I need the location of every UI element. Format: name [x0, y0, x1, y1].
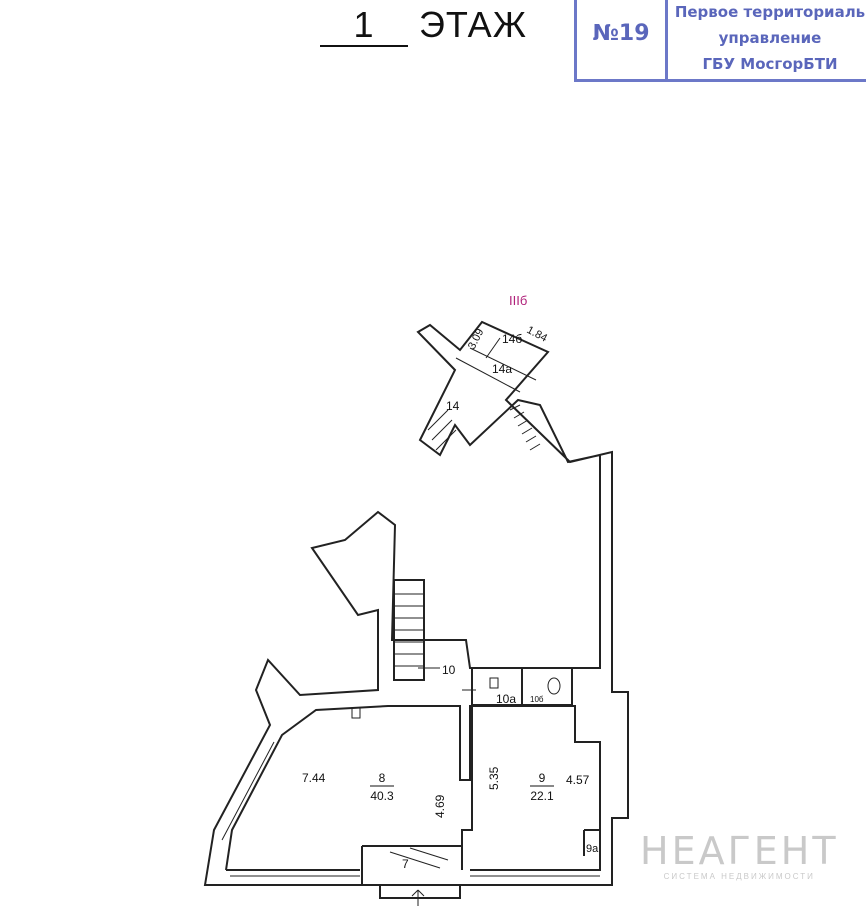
- room-9a-wall: [583, 829, 600, 856]
- room-9a-label: 9а: [586, 843, 599, 855]
- room-8-label: 8: [379, 771, 386, 785]
- dim-4-69: 4.69: [433, 794, 447, 818]
- entrance-wall: [361, 845, 463, 885]
- room-10a-label: 10а: [496, 692, 516, 706]
- stamp-line-3: ГБУ МосгорБТИ: [702, 55, 838, 73]
- watermark-tagline: СИСТЕМА НЕДВИЖИМОСТИ: [663, 872, 815, 881]
- entrance-steps: [379, 885, 461, 899]
- bti-stamp: №19 Первое территориаль управление ГБУ М…: [574, 0, 866, 82]
- room-9-label: 9: [539, 771, 546, 785]
- floor-title: 1 ЭТАЖ: [320, 4, 527, 47]
- dim-3-09: 3.09: [466, 327, 486, 352]
- room-14b-label: 14б: [502, 332, 522, 346]
- partition-wall: [461, 700, 473, 855]
- watermark: НЕАГЕНТ СИСТЕМА НЕДВИЖИМОСТИ: [640, 832, 839, 881]
- room-7-label: 7: [402, 857, 409, 871]
- dim-5-35: 5.35: [487, 766, 501, 790]
- inner-wall: [225, 705, 601, 871]
- room-10b-label: 10б: [530, 695, 544, 704]
- dim-7-44: 7.44: [302, 771, 326, 785]
- room-8-area: 40.3: [370, 789, 394, 803]
- dim-4-57: 4.57: [566, 773, 590, 787]
- dim-1-84: 1.84: [525, 324, 550, 345]
- stamp-number: №19: [577, 0, 668, 79]
- front-wall: [226, 806, 601, 871]
- stamp-text: Первое территориаль управление ГБУ Мосго…: [669, 0, 866, 77]
- floor-word: ЭТАЖ: [419, 4, 527, 45]
- room-14-label: 14: [446, 399, 460, 413]
- stamp-line-2: управление: [718, 29, 822, 47]
- floor-number: 1: [320, 5, 408, 47]
- watermark-logo: НЕАГЕНТ: [640, 829, 839, 873]
- stamp-line-1: Первое территориаль: [674, 3, 866, 21]
- room-9-area: 22.1: [530, 789, 554, 803]
- section-label: IIIб: [509, 293, 527, 308]
- room-10-label: 10: [442, 663, 456, 677]
- room-14a-label: 14а: [492, 362, 512, 376]
- outer-wall: [203, 320, 629, 886]
